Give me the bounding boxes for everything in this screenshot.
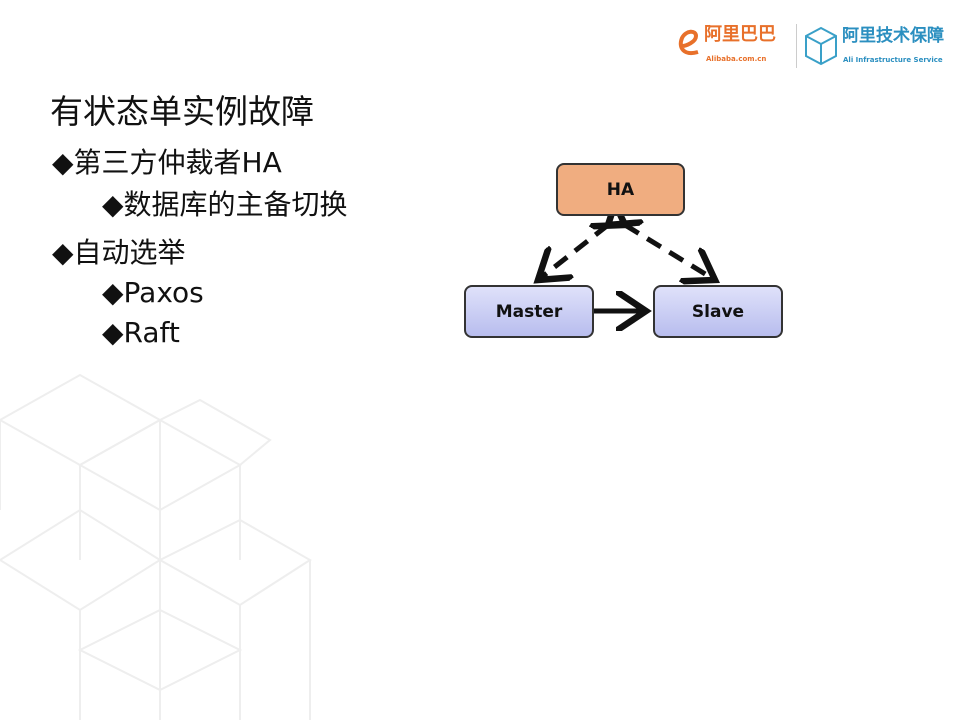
diamond-bullet-icon: ◆ xyxy=(102,316,124,349)
diamond-bullet-icon: ◆ xyxy=(102,188,124,221)
bullet-text: Paxos xyxy=(123,276,204,309)
ha-master-arrow xyxy=(538,225,608,280)
bullet-text: 数据库的主备切换 xyxy=(123,188,348,221)
ais-en: Ali Infrastructure Service xyxy=(843,56,943,64)
bullet-text: 第三方仲裁者HA xyxy=(73,146,282,179)
ha-node: HA xyxy=(556,163,685,216)
divider xyxy=(796,24,797,68)
diamond-bullet-icon: ◆ xyxy=(52,236,74,269)
ais-cn: 阿里技术保障 xyxy=(842,26,944,46)
logo: 阿里巴巴 Alibaba.com.cn 阿里技术保障 Ali Infrastru… xyxy=(676,20,956,76)
alibaba-logo-icon xyxy=(678,29,699,55)
cube-logo-icon xyxy=(805,26,837,66)
bullet-text: Raft xyxy=(123,316,180,349)
alibaba-en: Alibaba.com.cn xyxy=(706,55,767,63)
bullet-2-1: ◆Paxos xyxy=(102,276,204,310)
slave-node: Slave xyxy=(653,285,783,338)
diamond-bullet-icon: ◆ xyxy=(52,146,74,179)
bullet-text: 自动选举 xyxy=(73,236,186,269)
slide-title: 有状态单实例故障 xyxy=(50,92,314,131)
bullet-2-2: ◆Raft xyxy=(102,316,180,350)
alibaba-cn: 阿里巴巴 xyxy=(704,24,776,45)
background-cubes xyxy=(0,373,312,720)
bullet-2: ◆自动选举 xyxy=(52,236,186,270)
ha-slave-arrow xyxy=(625,225,715,280)
diamond-bullet-icon: ◆ xyxy=(102,276,124,309)
bullet-1: ◆第三方仲裁者HA xyxy=(52,146,282,180)
bullet-1-1: ◆数据库的主备切换 xyxy=(102,188,348,222)
master-node: Master xyxy=(464,285,594,338)
